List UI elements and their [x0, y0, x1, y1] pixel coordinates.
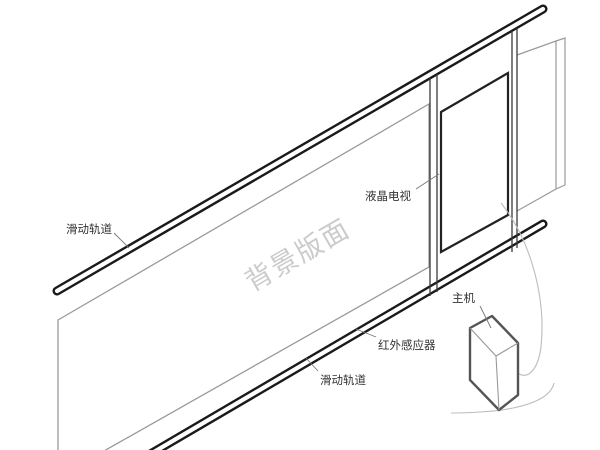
lcd-tv-leader-line — [415, 173, 440, 190]
right-rear-panel-edge — [555, 37, 566, 190]
bottom-track-leader-line — [305, 357, 319, 372]
lcd-tv-label: 液晶电视 — [365, 189, 411, 203]
background-panel — [57, 102, 430, 450]
bottom-track-inner — [153, 221, 546, 450]
host-box-inner-edges — [469, 327, 519, 411]
host-box-silhouette — [468, 314, 520, 412]
right-rear-panel — [516, 40, 557, 212]
tv-panel-right-edge — [511, 28, 518, 252]
host-leader-line — [479, 305, 492, 329]
top-sliding-track — [52, 4, 548, 296]
tv-panel-left-edge — [429, 74, 438, 296]
ir-sensor-label: 红外感应器 — [378, 338, 436, 352]
host-label: 主机 — [452, 291, 475, 305]
top-track-leader-line — [113, 232, 130, 249]
bottom-track-label: 滑动轨道 — [320, 373, 366, 387]
host-box — [468, 314, 520, 412]
lcd-tv-screen — [439, 71, 510, 254]
ir-sensor-leader-line — [355, 328, 377, 338]
top-track-label: 滑动轨道 — [66, 222, 112, 236]
bottom-sliding-track — [148, 219, 548, 450]
top-track-inner — [54, 6, 546, 294]
signal-cable — [500, 202, 543, 376]
power-cable — [450, 382, 555, 414]
